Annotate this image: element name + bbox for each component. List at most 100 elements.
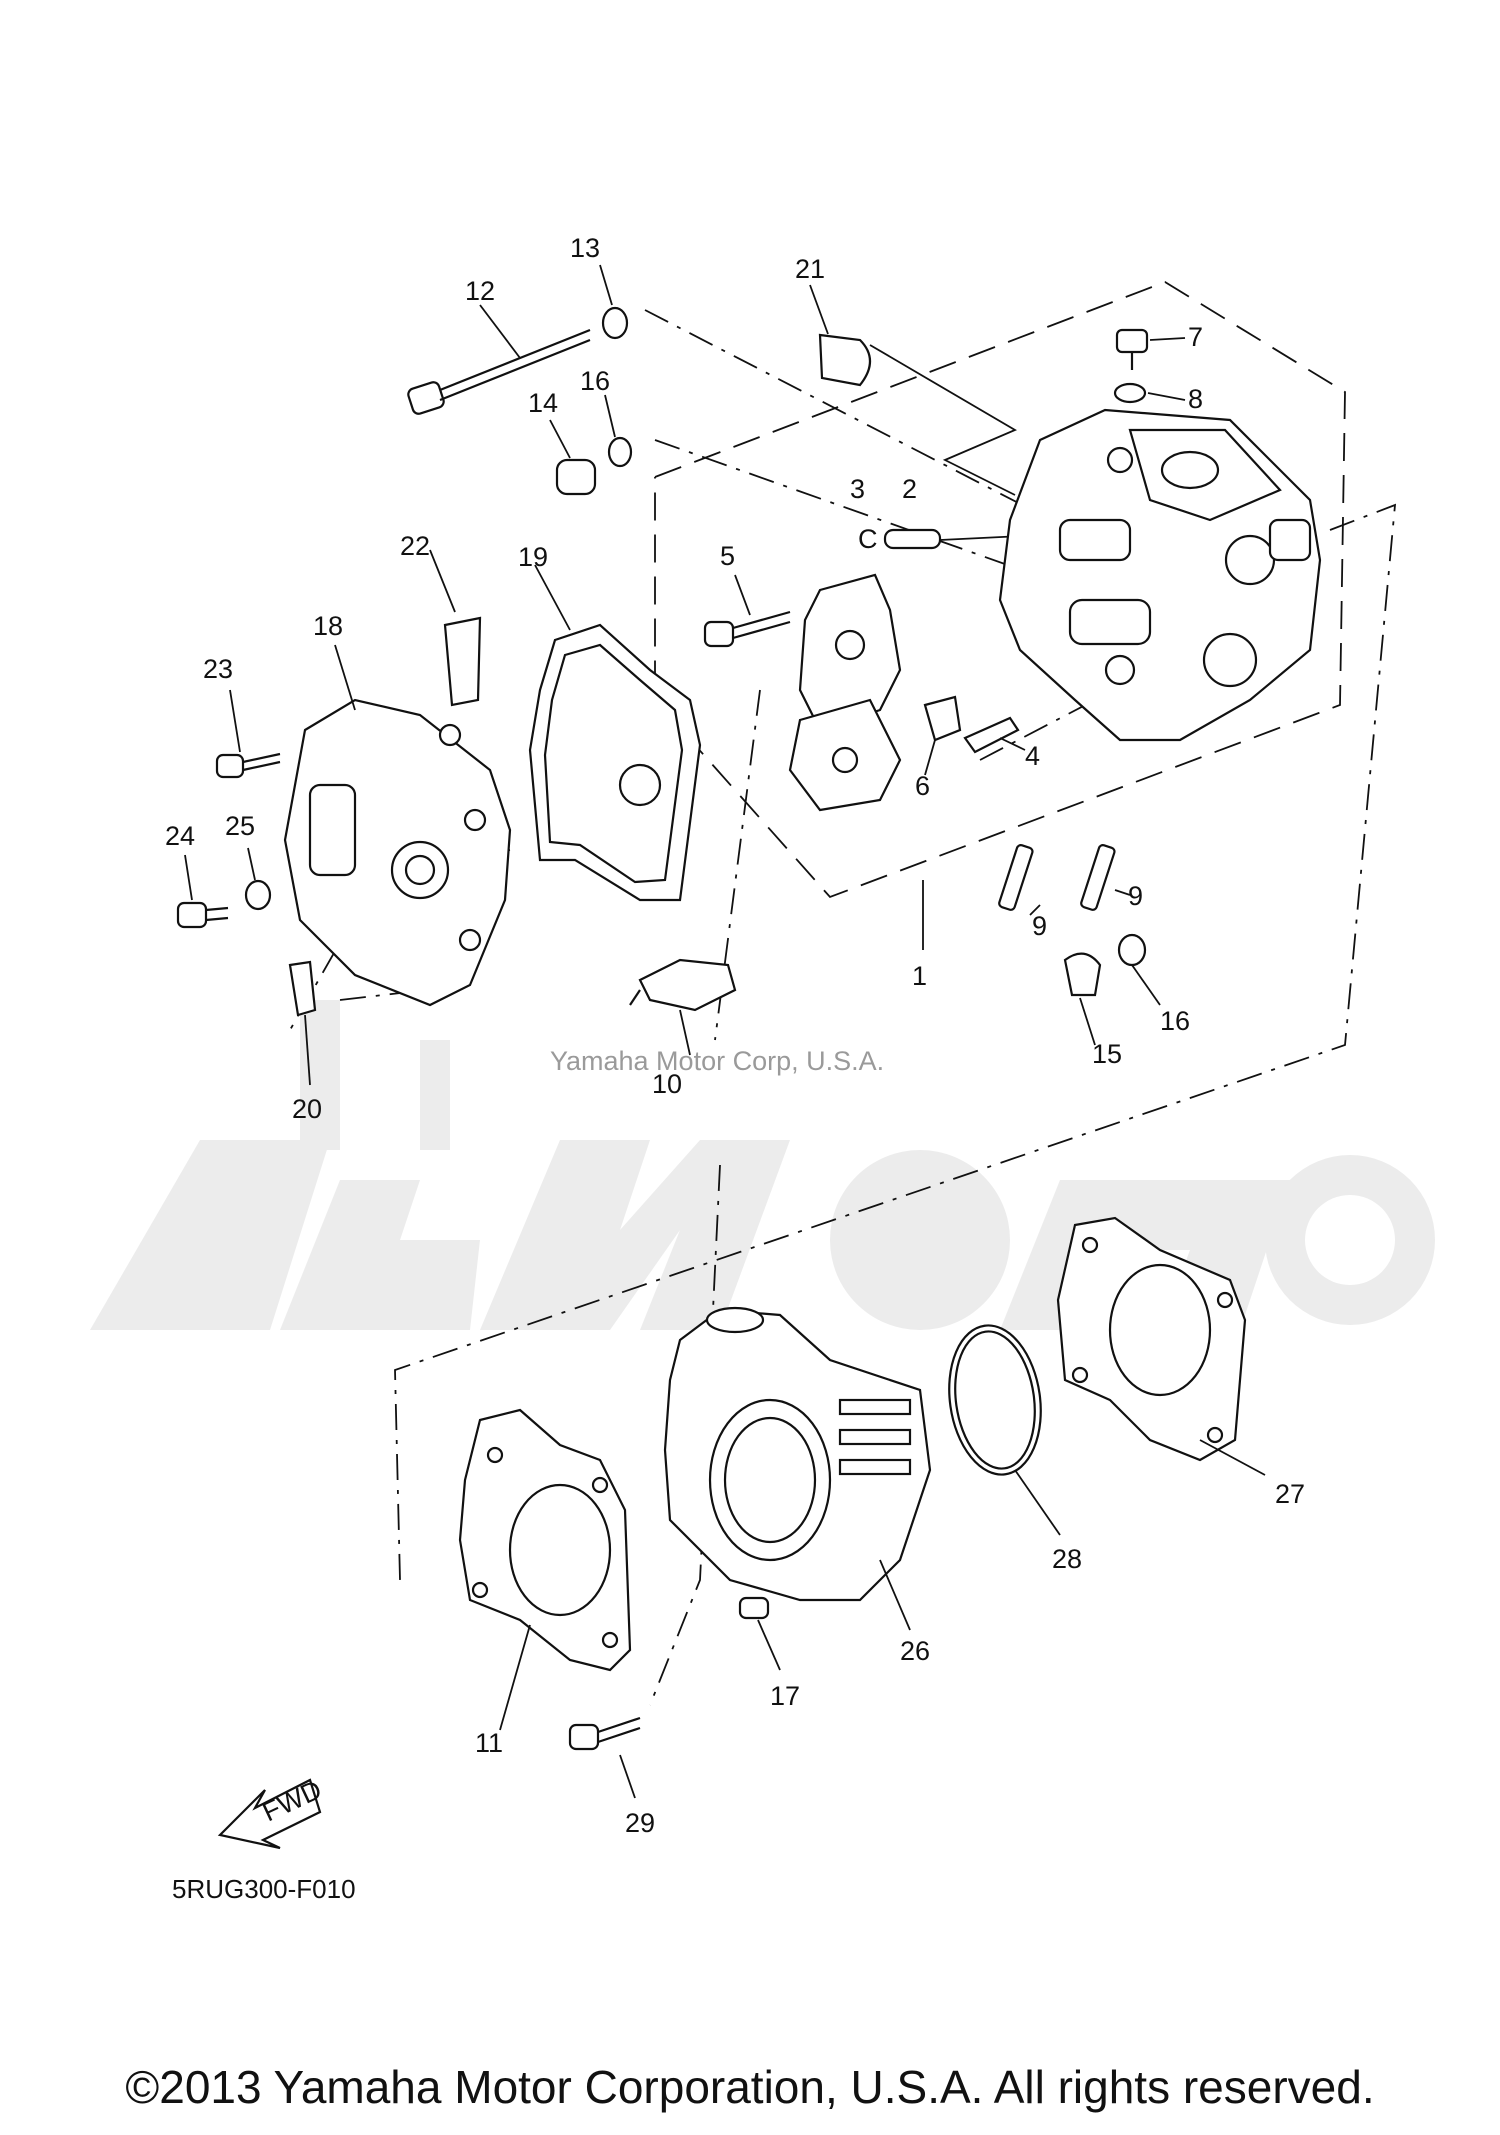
- leader-28: [1014, 1469, 1061, 1536]
- leader-29: [619, 1754, 636, 1799]
- cover-18-part: [283, 698, 512, 1007]
- callout-27: 27: [1275, 1479, 1305, 1509]
- leader-14: [549, 419, 571, 459]
- callout-2: 2: [902, 474, 917, 504]
- callout-28: 28: [1052, 1544, 1082, 1574]
- cap-6-part: [923, 695, 962, 742]
- callout-16a: 16: [580, 366, 610, 396]
- pin-2-part: [883, 528, 942, 550]
- leader-15: [1079, 997, 1096, 1046]
- callout-4: 4: [1025, 741, 1040, 771]
- leader-5: [734, 574, 751, 616]
- callout-25: 25: [225, 811, 255, 841]
- oring-28-inner: [954, 1330, 1036, 1470]
- stud-9-left-part: [998, 844, 1034, 911]
- callout-11: 11: [475, 1728, 503, 1758]
- gasket-19-inner: [543, 643, 684, 884]
- copyright-notice: ©2013 Yamaha Motor Corporation, U.S.A. A…: [125, 2061, 1375, 2113]
- bolt-23-part: [215, 752, 281, 779]
- guide-21-part: [818, 333, 872, 387]
- bolt-12-part: [407, 328, 591, 415]
- leader-7: [1149, 337, 1186, 341]
- callout-7: 7: [1188, 322, 1203, 352]
- watermark-text: Yamaha Motor Corp, U.S.A.: [550, 1046, 884, 1076]
- callout-24: 24: [165, 821, 195, 851]
- rocker-holder-part: [788, 573, 902, 812]
- bolt-24-part: [176, 901, 229, 929]
- callout-19: 19: [518, 542, 548, 572]
- leader-20: [304, 1014, 311, 1086]
- collar-14-part: [555, 458, 597, 496]
- stud-9-right-part: [1080, 844, 1116, 911]
- assembly-boundary-head: [654, 281, 1346, 899]
- leader-11: [499, 1624, 531, 1731]
- callout-12: 12: [465, 276, 495, 306]
- leader-4: [999, 737, 1026, 751]
- leader-6: [924, 739, 936, 776]
- callout-13: 13: [570, 233, 600, 263]
- fwd-arrow: FWD: [217, 1774, 326, 1850]
- leader-16-upper: [604, 394, 616, 438]
- bolt-7-part: [1115, 328, 1149, 370]
- callout-18: 18: [313, 611, 343, 641]
- leader-8: [1147, 392, 1186, 401]
- leader-13: [599, 264, 613, 306]
- callout-23: 23: [203, 654, 233, 684]
- callout-16b: 16: [1160, 1006, 1190, 1036]
- clip-22-part: [443, 616, 482, 707]
- leader-25: [247, 847, 256, 881]
- leader-21: [809, 284, 829, 335]
- washer-25-part: [244, 879, 272, 911]
- leader-9-right: [1114, 889, 1131, 896]
- leader-17: [757, 1619, 781, 1671]
- leader-10: [679, 1009, 691, 1056]
- clip-3-glyph: C: [858, 524, 878, 554]
- callout-labels: 1 2 3 4 5 6 7 8 9 9 10 11 12 13 14 15 16…: [165, 233, 1305, 1838]
- leader-21-box: [869, 344, 1017, 496]
- callout-10: 10: [652, 1069, 682, 1099]
- callout-26: 26: [900, 1636, 930, 1666]
- gasket-11-part: [458, 1408, 632, 1672]
- leader-27: [1199, 1439, 1266, 1476]
- washer-16-upper-part: [607, 436, 633, 468]
- callout-22: 22: [400, 531, 430, 561]
- callout-5: 5: [720, 541, 735, 571]
- washer-8-part: [1113, 382, 1147, 404]
- callout-17: 17: [770, 1681, 800, 1711]
- cylinder-26-part: [663, 1306, 932, 1602]
- adjuster-4-part: [963, 716, 1020, 754]
- leader-16-lower: [1131, 964, 1161, 1006]
- leader-19: [534, 564, 571, 631]
- leader-24: [184, 854, 193, 901]
- leader-26: [879, 1559, 911, 1631]
- callout-9b: 9: [1128, 881, 1143, 911]
- callout-9a: 9: [1032, 911, 1047, 941]
- callout-1: 1: [912, 961, 927, 991]
- callout-29: 29: [625, 1808, 655, 1838]
- washer-13-part: [601, 306, 629, 340]
- bolt-29-part: [568, 1716, 641, 1751]
- callout-3: 3: [850, 474, 865, 504]
- callout-14: 14: [528, 388, 558, 418]
- background-watermark: [90, 1000, 1435, 1330]
- bolt-5-part: [703, 610, 791, 648]
- callout-21: 21: [795, 254, 825, 284]
- gasket-19-ring: [618, 763, 662, 807]
- cylinder-head-1-part: [998, 408, 1322, 742]
- cap-15-part: [1063, 952, 1102, 997]
- callout-20: 20: [292, 1094, 322, 1124]
- leader-22: [429, 549, 456, 613]
- callout-8: 8: [1188, 384, 1203, 414]
- washer-16-lower-part: [1117, 933, 1147, 967]
- callout-6: 6: [915, 771, 930, 801]
- clip-20-part: [288, 960, 317, 1017]
- gasket-27-part: [1056, 1216, 1247, 1462]
- callout-15: 15: [1092, 1039, 1122, 1069]
- spark-plug-10-part: [629, 958, 737, 1012]
- diagram-code: 5RUG300-F010: [172, 1874, 356, 1904]
- leader-12: [479, 304, 521, 359]
- leader-9-left: [1029, 904, 1041, 916]
- dowel-17-part: [738, 1596, 770, 1620]
- leader-23: [229, 689, 241, 753]
